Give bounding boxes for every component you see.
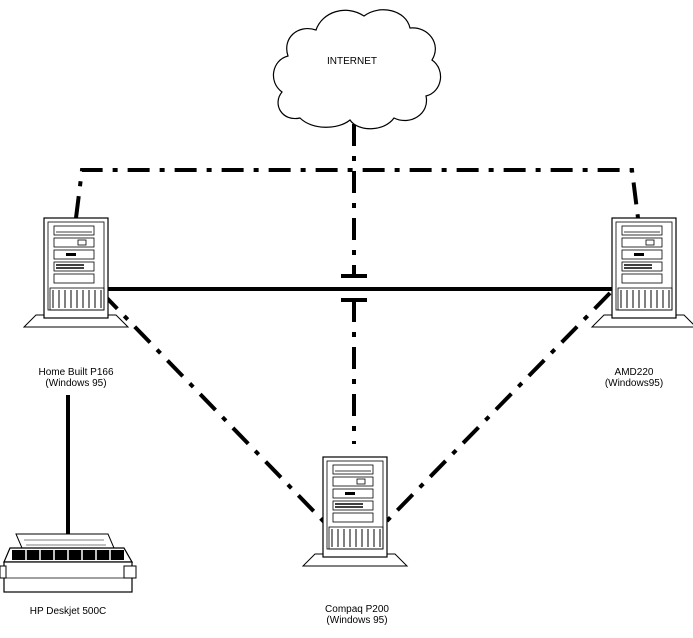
compaq-p200-label: Compaq P200 (Windows 95) xyxy=(297,604,417,626)
amd220-label: AMD220 (Windows95) xyxy=(584,367,684,389)
home-built-p166-tower-icon xyxy=(23,217,129,328)
amd220-os: (Windows95) xyxy=(604,378,664,389)
printer-label: HP Deskjet 500C xyxy=(29,606,107,617)
printer-icon xyxy=(0,533,137,593)
dashdot-link-amd-compaq xyxy=(378,291,612,530)
compaq-p200-os: (Windows 95) xyxy=(326,615,388,626)
home-built-p166-label: Home Built P166 (Windows 95) xyxy=(16,367,136,389)
amd220-name: AMD220 xyxy=(614,367,654,378)
home-built-p166-name: Home Built P166 xyxy=(38,367,114,378)
home-built-p166-os: (Windows 95) xyxy=(45,378,107,389)
dashdot-link-home-amd-top xyxy=(74,168,640,219)
compaq-p200-tower-icon xyxy=(302,456,408,567)
internet-label: INTERNET xyxy=(327,56,377,67)
amd220-tower-icon xyxy=(591,217,693,328)
dashdot-link-home-compaq xyxy=(100,291,332,530)
compaq-p200-name: Compaq P200 xyxy=(325,604,389,615)
internet-cloud-icon xyxy=(272,9,442,130)
